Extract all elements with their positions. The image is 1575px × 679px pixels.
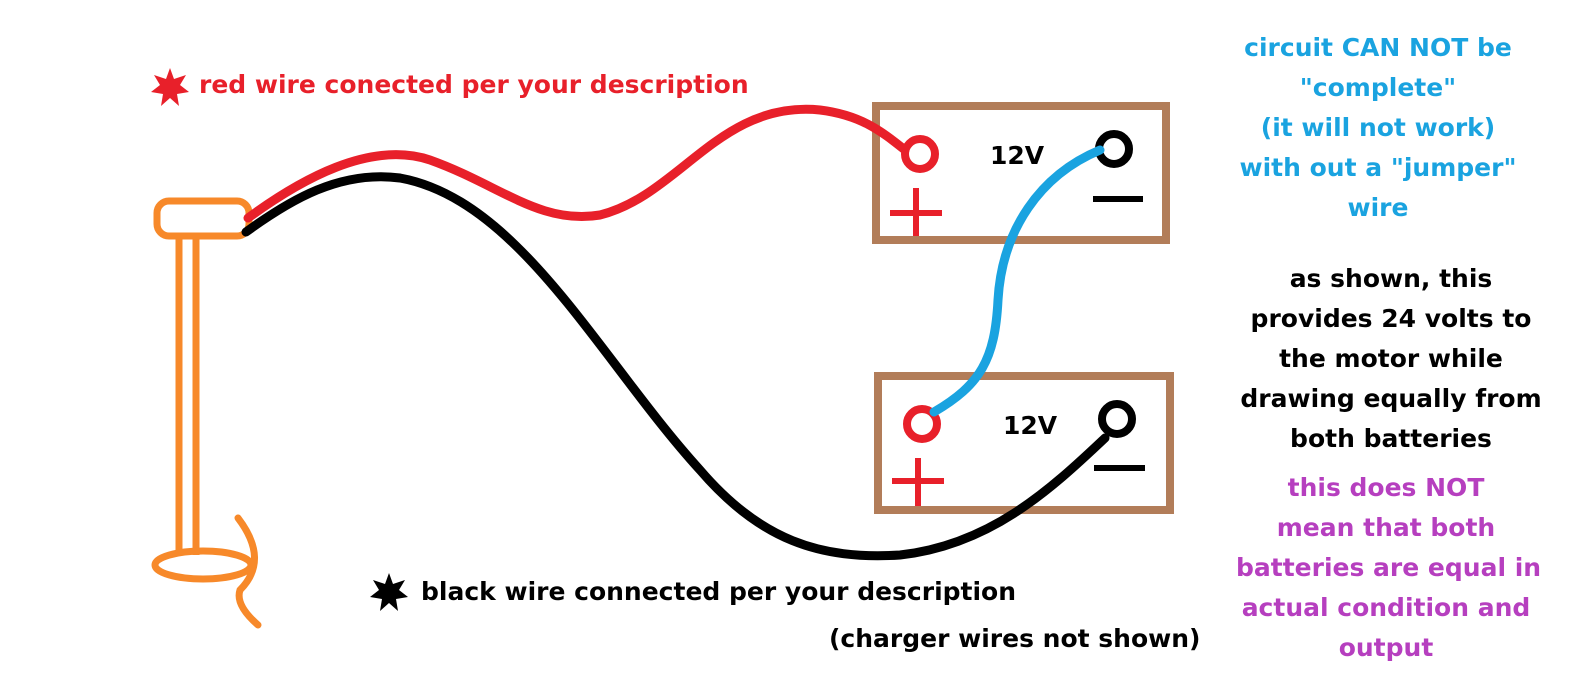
circuit-note: circuit CAN NOT be "complete" (it will n… xyxy=(1228,28,1528,228)
note-line: (it will not work) xyxy=(1260,113,1496,142)
battery-top: 12V xyxy=(872,102,1170,244)
shown-note: as shown, this provides 24 volts to the … xyxy=(1236,259,1546,459)
note-line: with out a "jumper" xyxy=(1239,153,1517,182)
note-line: the motor while xyxy=(1279,344,1503,373)
note-line: output xyxy=(1338,633,1434,662)
red-wire xyxy=(243,104,910,223)
battery-voltage-label: 12V xyxy=(1003,411,1058,440)
note-line: both batteries xyxy=(1290,424,1492,453)
note-line: circuit CAN NOT be xyxy=(1244,33,1512,62)
jumper-wire xyxy=(929,145,1105,417)
warning-note: this does NOT mean that both batteries a… xyxy=(1236,468,1542,668)
negative-terminal xyxy=(1098,400,1136,438)
trolling-motor xyxy=(151,197,262,629)
note-line: mean that both xyxy=(1276,513,1496,542)
positive-terminal xyxy=(903,405,941,443)
battery-voltage-label: 12V xyxy=(990,141,1045,170)
positive-terminal xyxy=(901,135,939,173)
motor-head xyxy=(153,197,253,240)
black-starburst-icon xyxy=(370,573,408,611)
charger-note: (charger wires not shown) xyxy=(829,624,1201,653)
note-line: actual condition and xyxy=(1241,593,1531,622)
motor-lower-unit xyxy=(151,547,255,583)
note-line: drawing equally from xyxy=(1240,384,1542,413)
black-wire-label: black wire connected per your descriptio… xyxy=(421,577,1017,606)
note-line: batteries are equal in xyxy=(1236,553,1542,582)
battery-case xyxy=(874,372,1174,514)
propeller xyxy=(234,514,262,629)
note-line: as shown, this xyxy=(1289,264,1493,293)
red-starburst-icon xyxy=(151,68,189,106)
note-line: wire xyxy=(1347,193,1409,222)
black-wire xyxy=(241,172,1110,561)
red-wire-label: red wire conected per your description xyxy=(199,70,749,99)
note-line: this does NOT xyxy=(1287,473,1485,502)
battery-case xyxy=(872,102,1170,244)
note-line: provides 24 volts to xyxy=(1250,304,1532,333)
note-line: "complete" xyxy=(1299,73,1457,102)
battery-bottom: 12V xyxy=(874,372,1174,514)
